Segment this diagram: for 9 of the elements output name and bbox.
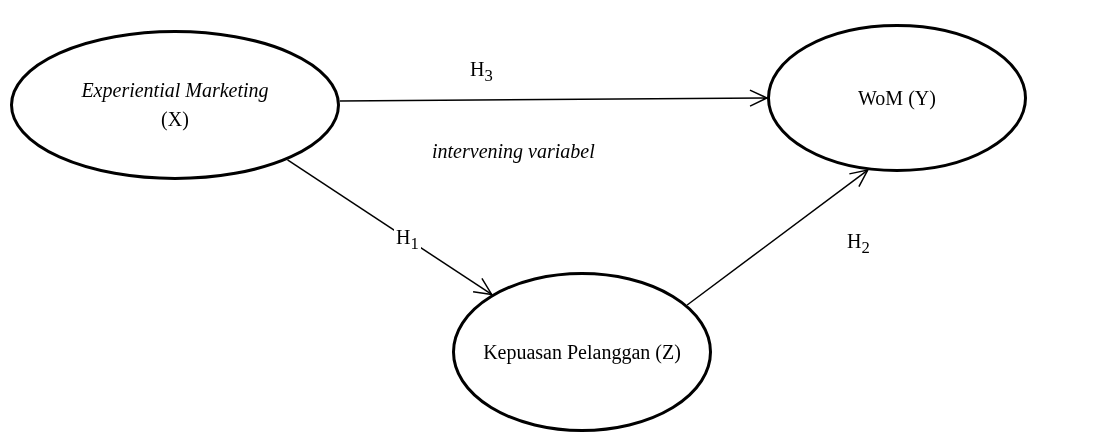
ellipse-node: [10, 30, 340, 180]
arrow: [339, 89, 768, 107]
ellipse-node: [767, 24, 1027, 172]
ellipse-node: [452, 272, 712, 432]
node-label: Experiential Marketing (X): [80, 78, 270, 133]
arrow: [686, 169, 869, 306]
annotation-text: intervening variabel: [432, 140, 595, 163]
node-label: Kepuasan Pelanggan (Z): [482, 339, 682, 366]
node-label: WoM (Y): [857, 85, 937, 112]
